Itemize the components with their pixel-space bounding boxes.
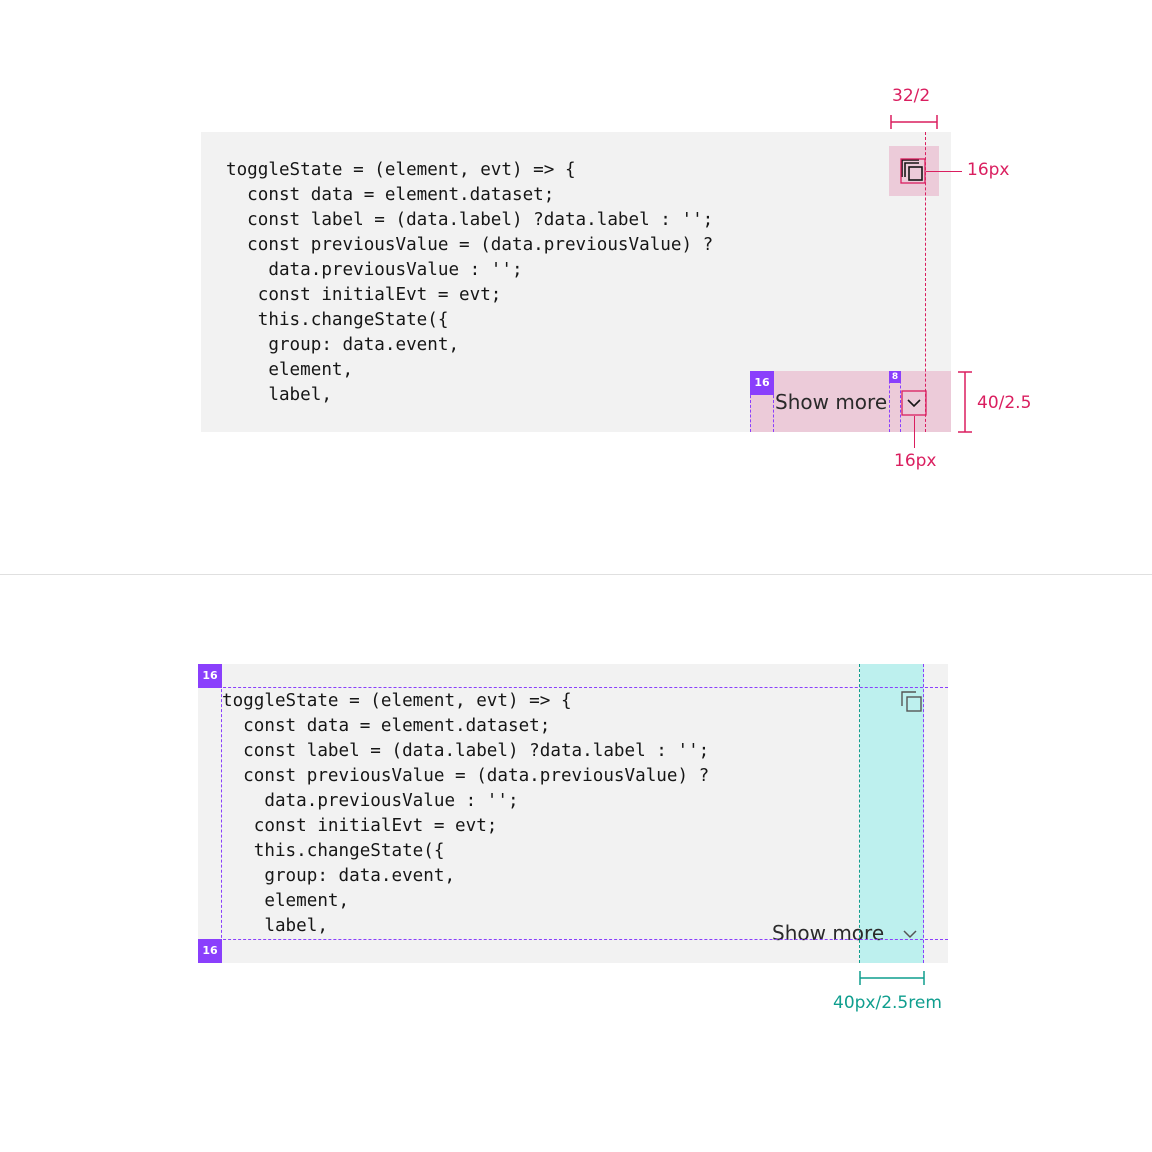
chevron-leader xyxy=(914,416,915,448)
code-line: const label = (data.label) ?data.label :… xyxy=(222,741,710,761)
code-line: toggleState = (element, evt) => { xyxy=(226,160,576,180)
code-line: label, xyxy=(226,385,332,405)
right-padding-guide xyxy=(923,664,924,963)
code-line: const label = (data.label) ?data.label :… xyxy=(226,210,714,230)
left-padding-guide xyxy=(750,371,751,432)
code-line: const data = element.dataset; xyxy=(222,716,551,736)
gap-badge: 8 xyxy=(889,371,901,383)
code-line: data.previousValue : ''; xyxy=(226,260,523,280)
code-line: element, xyxy=(222,891,350,911)
right-edge-guide xyxy=(925,132,926,432)
right-column-highlight xyxy=(860,664,924,963)
code-line: group: data.event, xyxy=(222,866,456,886)
code-snippet-bottom xyxy=(198,664,948,963)
code-line: this.changeState({ xyxy=(222,841,445,861)
code-line: const initialEvt = evt; xyxy=(222,816,498,836)
copy-width-dimension xyxy=(890,115,938,129)
column-left-guide xyxy=(859,664,860,963)
copy-icon-leader xyxy=(926,171,962,172)
code-line: label, xyxy=(222,916,328,936)
show-more-button[interactable]: Show more xyxy=(775,390,888,414)
left-padding-guide xyxy=(221,664,222,963)
chevron-down-icon[interactable] xyxy=(902,926,918,942)
code-line: const previousValue = (data.previousValu… xyxy=(226,235,714,255)
code-line: data.previousValue : ''; xyxy=(222,791,519,811)
code-line: const previousValue = (data.previousValu… xyxy=(222,766,710,786)
show-more-height-dimension xyxy=(958,371,972,433)
top-padding-guide xyxy=(198,687,948,688)
padding-badge: 16 xyxy=(198,664,222,688)
code-block-top: toggleState = (element, evt) => { const … xyxy=(226,158,713,408)
chevron-size-label: 16px xyxy=(894,451,937,471)
code-line: const data = element.dataset; xyxy=(226,185,555,205)
bottom-padding-guide xyxy=(198,939,948,940)
gap-guide xyxy=(889,371,890,432)
code-line: toggleState = (element, evt) => { xyxy=(222,691,572,711)
code-line: this.changeState({ xyxy=(226,310,449,330)
section-divider xyxy=(0,574,1152,575)
left-padding-guide xyxy=(773,371,774,432)
code-line: group: data.event, xyxy=(226,335,460,355)
right-column-dimension xyxy=(859,971,925,985)
code-block-bottom: toggleState = (element, evt) => { const … xyxy=(222,689,709,939)
chevron-down-icon[interactable] xyxy=(901,390,927,416)
code-line: const initialEvt = evt; xyxy=(226,285,502,305)
copy-icon-size-label: 16px xyxy=(967,160,1010,180)
gap-guide xyxy=(900,371,901,432)
copy-width-label: 32/2 xyxy=(892,86,931,106)
code-line: element, xyxy=(226,360,354,380)
right-column-width-label: 40px/2.5rem xyxy=(833,993,942,1013)
padding-badge: 16 xyxy=(750,371,774,395)
copy-icon[interactable] xyxy=(900,690,924,714)
padding-badge: 16 xyxy=(198,939,222,963)
show-more-height-label: 40/2.5 xyxy=(977,393,1032,413)
show-more-button[interactable]: Show more xyxy=(772,921,885,945)
